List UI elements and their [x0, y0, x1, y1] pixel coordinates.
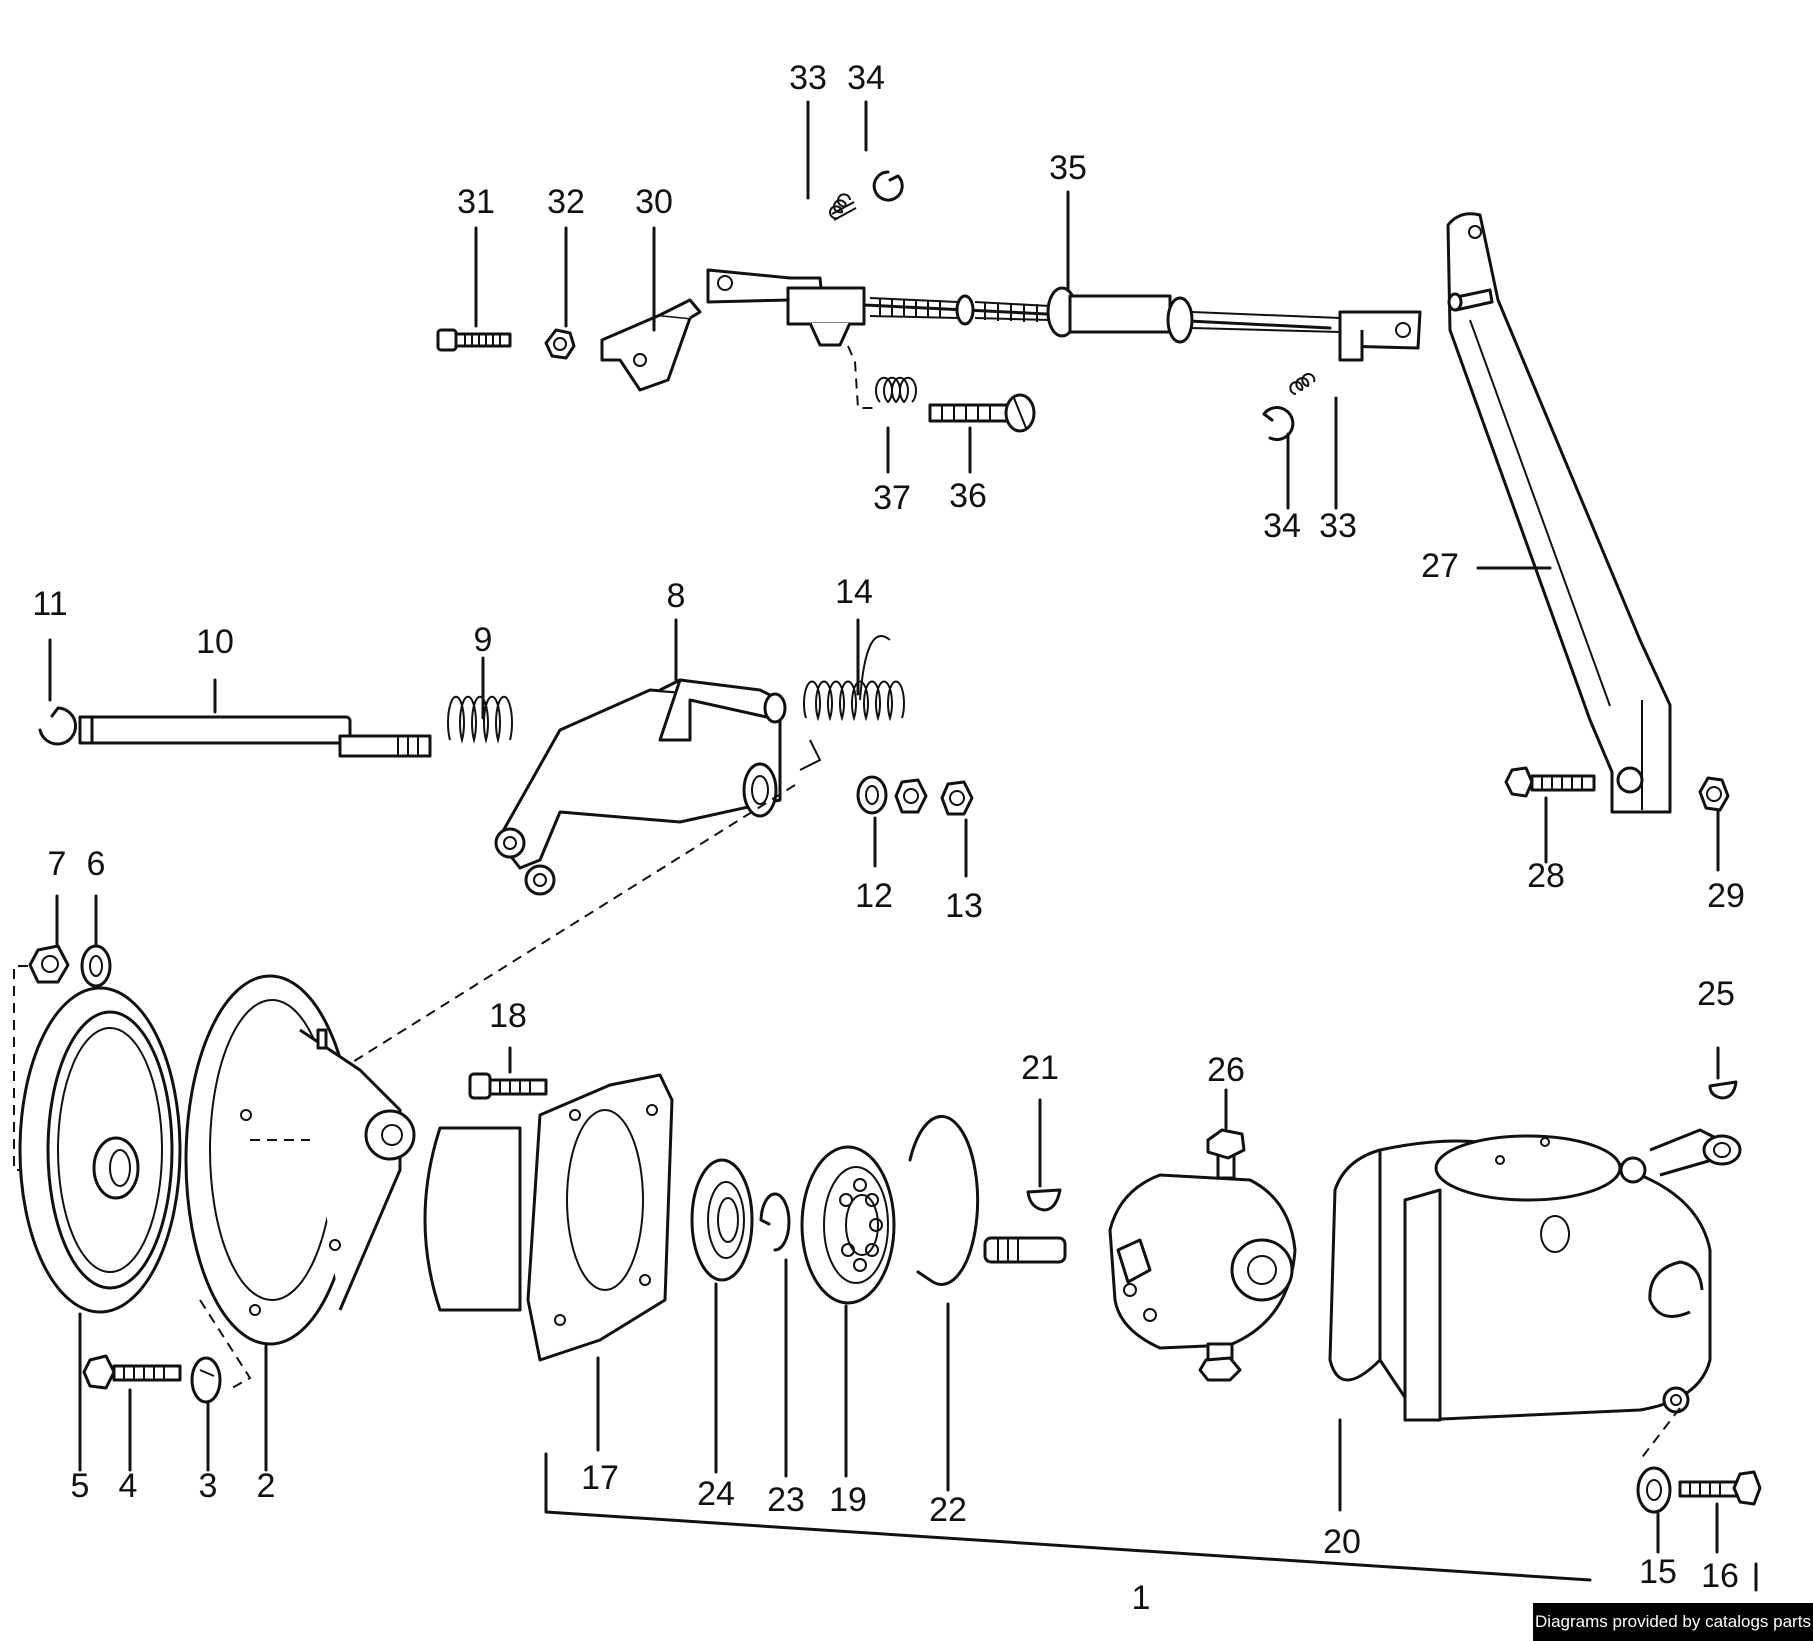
- callout-33-right: 33: [1319, 507, 1357, 545]
- part-18-bolt: [468, 1072, 548, 1100]
- part-2-housing-cover: [184, 974, 416, 1346]
- callout-4: 4: [119, 1467, 138, 1505]
- callout-34-right: 34: [1263, 507, 1301, 545]
- part-8-fork: [494, 678, 787, 896]
- part-3-lockwasher: [190, 1356, 222, 1404]
- callout-6: 6: [87, 845, 106, 883]
- callout-15: 15: [1639, 1553, 1677, 1591]
- part-33-spring-right: [1289, 373, 1316, 395]
- part-12-washer: [856, 775, 888, 815]
- callout-26: 26: [1207, 1051, 1245, 1089]
- part-28-bolt: [1504, 766, 1596, 798]
- callout-12: 12: [855, 877, 893, 915]
- part-36-screw: [928, 393, 1036, 433]
- part-9-spring: [447, 695, 513, 744]
- part-32-nut: [544, 328, 576, 360]
- callout-8: 8: [667, 577, 686, 615]
- callout-17: 17: [581, 1459, 619, 1497]
- part-27-arm: [1446, 212, 1672, 814]
- part-4-bolt: [82, 1354, 182, 1390]
- part-34-circlip-right: [1262, 406, 1295, 442]
- part-14-spring: [799, 635, 905, 771]
- part-7-nut: [28, 944, 70, 984]
- callout-18: 18: [489, 997, 527, 1035]
- callout-25: 25: [1697, 975, 1735, 1013]
- part-30-lever: [600, 298, 702, 392]
- leader-lines: [48, 100, 1758, 1592]
- part-21-key: [1026, 1188, 1062, 1212]
- part-23-circlip: [759, 1192, 791, 1252]
- callout-1: 1: [1132, 1579, 1151, 1617]
- callout-23: 23: [767, 1481, 805, 1519]
- part-11-circlip: [38, 706, 78, 746]
- part-34-circlip-top: [872, 170, 904, 202]
- part-15-washer: [1636, 1466, 1672, 1514]
- callout-29: 29: [1707, 877, 1745, 915]
- part-26-switch-body: [983, 1128, 1297, 1382]
- part-5-pulley: [18, 986, 182, 1314]
- callout-11: 11: [32, 585, 67, 623]
- callout-10: 10: [196, 623, 234, 661]
- callout-28: 28: [1527, 857, 1565, 895]
- callout-24: 24: [697, 1475, 735, 1513]
- part-10-shaft: [78, 715, 432, 758]
- part-22-snap-ring: [908, 1114, 980, 1286]
- part-24-bearing: [690, 1158, 754, 1282]
- callout-7: 7: [48, 845, 67, 883]
- callout-3: 3: [199, 1467, 218, 1505]
- callout-27: 27: [1421, 547, 1459, 585]
- part-17-flange-housing: [423, 1073, 674, 1362]
- part-29-nut: [1698, 776, 1730, 812]
- callout-35: 35: [1049, 149, 1087, 187]
- part-13-nuts: [894, 778, 974, 816]
- callout-9: 9: [474, 621, 493, 659]
- callout-36: 36: [949, 477, 987, 515]
- callout-20: 20: [1323, 1523, 1361, 1561]
- callout-13: 13: [945, 887, 983, 925]
- part-33-spring-top: [829, 193, 857, 221]
- callout-37: 37: [873, 479, 911, 517]
- part-20-gearbox-housing: [1328, 1128, 1742, 1422]
- part-25-key: [1708, 1080, 1738, 1100]
- watermark-badge: Diagrams provided by catalogs parts: [1533, 1603, 1813, 1641]
- callout-21: 21: [1021, 1049, 1059, 1087]
- part-19-ball-bearing: [800, 1145, 896, 1305]
- callout-34-top: 34: [847, 59, 885, 97]
- callout-5: 5: [71, 1467, 90, 1505]
- callout-2: 2: [257, 1467, 276, 1505]
- callout-33-top: 33: [789, 59, 827, 97]
- callout-16: 16: [1701, 1557, 1739, 1595]
- callout-32: 32: [547, 183, 585, 221]
- callout-31: 31: [457, 183, 495, 221]
- callout-14: 14: [835, 573, 873, 611]
- part-6-washer: [80, 944, 112, 988]
- part-31-bolt: [436, 328, 512, 352]
- callout-19: 19: [829, 1481, 867, 1519]
- callout-22: 22: [929, 1491, 967, 1529]
- part-35-adjuster-rod: [706, 268, 1422, 362]
- part-16-bolt: [1678, 1470, 1762, 1506]
- callout-30: 30: [635, 183, 673, 221]
- callout-labels: 1 2 3 4 5 6 7 8 9 10 11 12 13 14 15 16 1…: [32, 59, 1745, 1617]
- part-37-spring: [875, 376, 917, 404]
